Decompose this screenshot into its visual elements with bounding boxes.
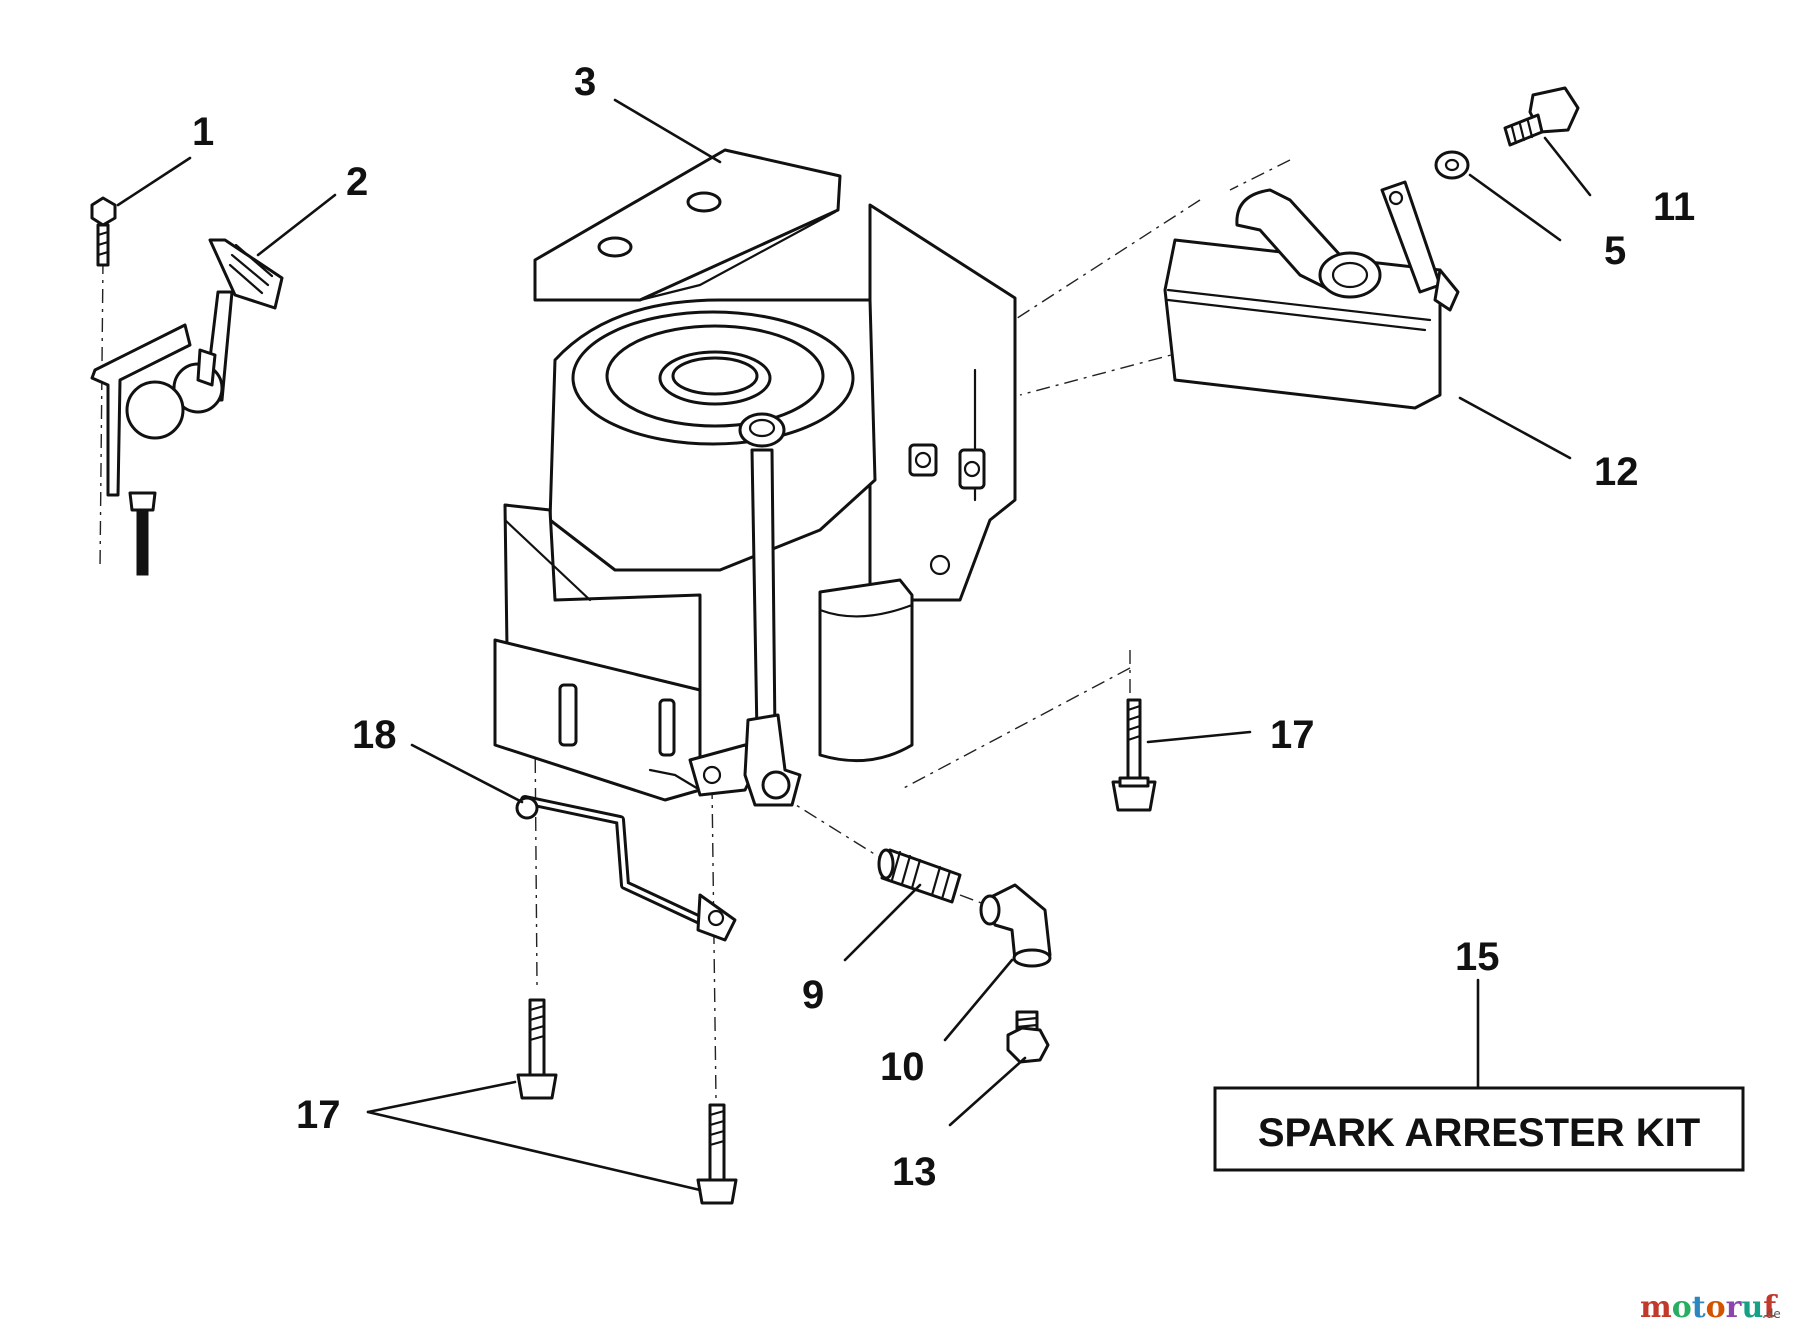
plug-13 [1006,1010,1050,1064]
washer-5 [1434,150,1470,180]
watermark-letter: f [1763,1290,1778,1325]
callout-17-left: 17 [296,1093,341,1137]
drain-tube-18 [515,795,737,942]
callout-3: 3 [574,60,596,104]
spark-arrester-kit-label: SPARK ARRESTER KIT [1213,1086,1745,1172]
pipe-nipple-9 [877,848,962,904]
callout-11: 11 [1653,185,1695,229]
watermark-letter: r [1726,1290,1743,1325]
callout-15: 15 [1455,935,1500,979]
bolt-1 [90,196,117,267]
callout-17-right: 17 [1270,713,1315,757]
watermark-text: motoruf [1640,1290,1778,1325]
leader-lines [116,98,1592,1192]
watermark: motoruf .de [1640,1290,1781,1325]
callout-12: 12 [1594,450,1639,494]
engine [493,148,1017,807]
watermark-letter: u [1741,1290,1763,1325]
watermark-tld: .de [1762,1307,1781,1321]
throttle-bracket-2 [90,238,284,576]
kit-label-text: SPARK ARRESTER KIT [1258,1111,1700,1155]
callout-5: 5 [1604,229,1626,273]
callout-1: 1 [192,110,214,154]
callout-9: 9 [802,973,824,1017]
callout-18: 18 [352,713,397,757]
bolt-17-right [1111,698,1157,812]
callout-10: 10 [880,1045,925,1089]
callouts: 1 2 3 11 5 12 17 18 9 10 13 15 17 [192,60,1695,1194]
muffler-12 [1163,180,1460,410]
bolt-17-left-b [696,1103,738,1205]
watermark-letter: o [1706,1290,1726,1325]
callout-2: 2 [346,160,368,204]
elbow-10 [979,883,1052,968]
watermark-letter: t [1692,1290,1706,1325]
watermark-letter: m [1640,1290,1672,1325]
callout-13: 13 [892,1150,937,1194]
watermark-letter: o [1672,1290,1692,1325]
bolt-17-left-a [516,998,558,1100]
bolt-11 [1503,86,1580,147]
